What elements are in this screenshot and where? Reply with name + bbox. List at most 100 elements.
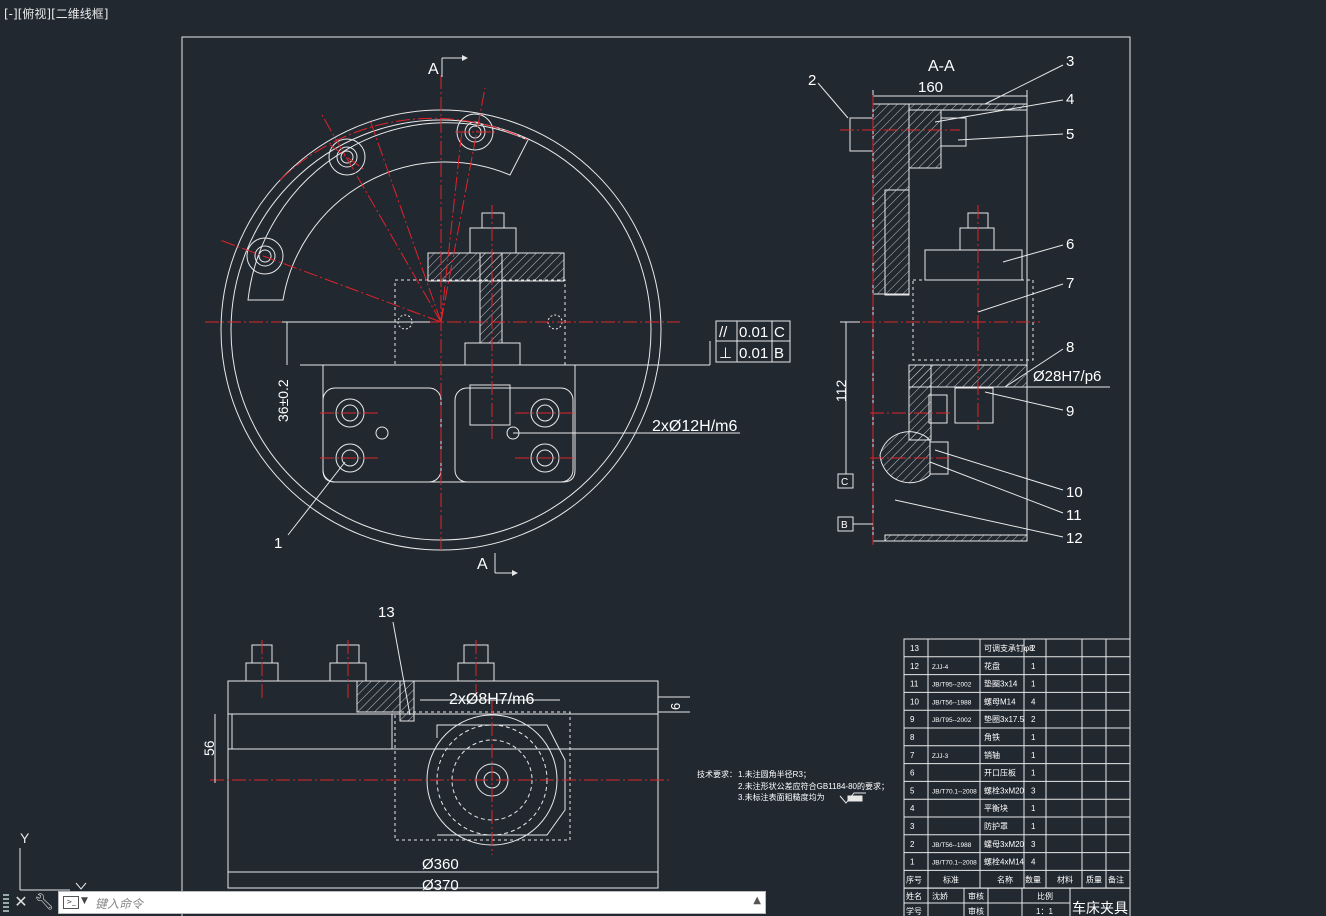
tol-value-2: 0.01 [739, 345, 768, 362]
centerlines-front [205, 75, 680, 550]
base-holes [335, 398, 560, 473]
bom-cell-name: 开口压板 [984, 768, 1016, 778]
bom-cell-no: 6 [910, 769, 915, 778]
tol-symbol-2: ⊥ [719, 345, 732, 362]
section-view [849, 103, 1034, 542]
bom-cell-no: 7 [910, 751, 915, 760]
dim-6-text: 6 [668, 703, 683, 710]
bom-cell-no: 13 [910, 644, 919, 653]
callout-4: 4 [1066, 91, 1074, 108]
command-input[interactable]: >_ ▼ 键入命令 ▲ [58, 891, 766, 914]
wrench-icon[interactable]: 🔧︎ [34, 892, 55, 911]
bom-cell-no: 5 [910, 786, 915, 795]
callout-13: 13 [378, 604, 395, 621]
bom-cell-no: 12 [910, 662, 919, 671]
bom-cell-qty: 3 [1031, 786, 1036, 795]
callout-8: 8 [1066, 339, 1074, 356]
bom-cell-name: 螺栓3xM20 [984, 785, 1025, 795]
bom-cell-no: 10 [910, 697, 919, 706]
bom-cell-name: 可调支承钉φ8 [984, 643, 1034, 653]
terminal-icon[interactable]: >_ [63, 896, 79, 909]
stud [479, 252, 503, 344]
tech-req-3: 3.未标注表面粗糙度均为 [738, 792, 825, 802]
tb-scale-label: 比例 [1037, 891, 1053, 901]
bom-cell-code: JB/T95--2002 [932, 682, 972, 689]
bom-cell-qty: 1 [1031, 680, 1036, 689]
bom-header-code: 标准 [943, 874, 959, 884]
bom-cell-qty: 1 [1031, 662, 1036, 671]
bom-cell-code: ZJJ-3 [932, 753, 949, 760]
centerlines-section [840, 95, 1040, 545]
tol-value-1: 0.01 [739, 324, 768, 341]
lower-nut [469, 384, 511, 426]
section-letter-top: A [428, 61, 439, 78]
callout-3: 3 [1066, 53, 1074, 70]
viewport-control[interactable]: [-] [4, 7, 18, 21]
bom-header-weight: 质量 [1086, 874, 1102, 884]
tol-symbol-1: // [719, 324, 728, 341]
command-placeholder: 键入命令 [95, 897, 144, 911]
callout-2: 2 [808, 72, 816, 89]
bom-cell-code: JB/T56--1988 [932, 842, 972, 849]
datum-boxes [837, 458, 873, 532]
dim-160 [872, 90, 1028, 105]
bom-cell-no: 8 [910, 733, 915, 742]
close-icon[interactable]: ✕ [14, 892, 28, 911]
tb-review-label: 审核 [968, 891, 984, 901]
angle-plate [322, 365, 576, 483]
bom-cell-code: JB/T56--1988 [932, 699, 972, 706]
section-letter-bottom: A [477, 556, 488, 573]
callout-7: 7 [1066, 275, 1074, 292]
grip-handle[interactable] [3, 894, 9, 912]
section-mark-top [441, 55, 468, 77]
tb-title: 车床夹具 [1072, 900, 1128, 916]
drawing-border [181, 36, 1131, 916]
bom-cell-name: 螺母M14 [984, 696, 1016, 706]
bottom-view [227, 644, 659, 889]
bom-header-no: 序号 [906, 874, 922, 884]
dim-112-text: 112 [833, 379, 849, 402]
centerlines-bottom [210, 640, 670, 855]
viewport-label[interactable]: [-][俯视][二维线框] [4, 5, 108, 22]
bom-cell-qty: 1 [1031, 804, 1036, 813]
bom-header-material: 材料 [1057, 874, 1073, 884]
bom-cell-no: 9 [910, 715, 915, 724]
bom-header-name: 名称 [997, 874, 1013, 884]
bom-cell-name: 螺母3xM20 [984, 839, 1025, 849]
ucs-icon [19, 848, 87, 891]
bom-cell-qty: 2 [1031, 644, 1036, 653]
bom-cell-qty: 4 [1031, 858, 1036, 867]
view-mode[interactable]: [俯视] [17, 7, 52, 21]
bom-header-remark: 备注 [1108, 874, 1124, 884]
bom-cell-no: 11 [910, 680, 919, 689]
callout-12: 12 [1066, 530, 1083, 547]
dim-360-text: Ø360 [422, 856, 459, 873]
bom-cell-no: 1 [910, 858, 915, 867]
bom-cell-qty: 2 [1031, 715, 1036, 724]
command-line-bar: ✕ 🔧︎ >_ ▼ 键入命令 ▲ [0, 889, 770, 916]
bom-cell-name: 销轴 [984, 750, 1000, 760]
bom-cell-name: 花盘 [984, 661, 1000, 671]
callout-10: 10 [1066, 484, 1083, 501]
dim-fit-28: Ø28H7/p6 [1033, 368, 1101, 385]
chevron-down-icon[interactable]: ▼ [81, 896, 88, 906]
dim-370-text: Ø370 [422, 877, 459, 894]
ucs-y-label: Y [20, 830, 30, 846]
tech-req-heading: 技术要求： [697, 769, 737, 779]
bom-cell-qty: 4 [1031, 697, 1036, 706]
callout-11: 11 [1066, 507, 1082, 524]
tb-name-label: 姓名 [906, 891, 922, 901]
chevron-up-icon[interactable]: ▲ [753, 895, 761, 906]
tol-datum-2: B [774, 345, 784, 362]
tb-name: 沈娇 [932, 891, 948, 901]
visual-style[interactable]: [二维线框] [51, 7, 109, 21]
dim-56-text: 56 [201, 740, 217, 756]
tb-id-label: 学号 [906, 906, 922, 916]
bom-cell-code: JB/T70.1--2008 [932, 788, 977, 795]
section-mark-bottom [494, 553, 518, 576]
dim-36-text: 36±0.2 [275, 379, 291, 422]
dim-fit-12: 2xØ12H/m6 [652, 418, 737, 435]
front-view [220, 109, 710, 551]
